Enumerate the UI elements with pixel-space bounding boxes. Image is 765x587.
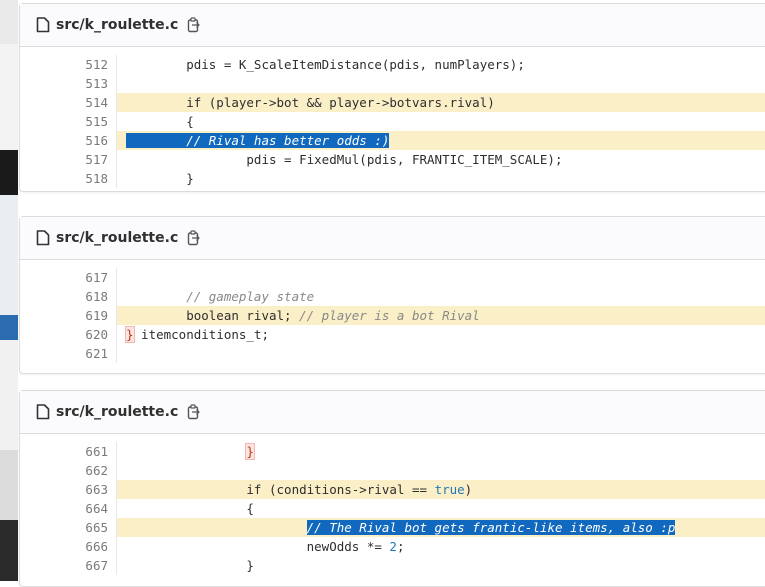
line-number[interactable]: 617 [20, 268, 117, 287]
line-number[interactable]: 667 [20, 556, 117, 575]
line-number[interactable]: 621 [20, 344, 117, 363]
line-number[interactable]: 664 [20, 499, 117, 518]
code-line: 664 { [20, 499, 765, 518]
code-indent [126, 520, 307, 535]
code-text: newOdds *= 2; [117, 537, 765, 556]
line-number[interactable]: 661 [20, 442, 117, 461]
code-line-match: 514 if (player->bot && player->botvars.r… [20, 93, 765, 112]
code-text: } itemconditions_t; [117, 325, 765, 344]
line-number[interactable]: 513 [20, 74, 117, 93]
code-line: 620 } itemconditions_t; [20, 325, 765, 344]
code-text [117, 268, 765, 287]
result-header: src/k_roulette.c [20, 217, 765, 260]
code-text [117, 344, 765, 363]
code-line: 666 newOdds *= 2; [20, 537, 765, 556]
code-line: 621 [20, 344, 765, 363]
code-line: 618 // gameplay state [20, 287, 765, 306]
line-number[interactable]: 619 [20, 306, 117, 325]
search-result-card: src/k_roulette.c 512 pdis = K_ScaleItemD… [19, 3, 765, 192]
line-number[interactable]: 517 [20, 150, 117, 169]
line-number[interactable]: 512 [20, 55, 117, 74]
line-number[interactable]: 666 [20, 537, 117, 556]
code-snippet: 512 pdis = K_ScaleItemDistance(pdis, num… [20, 47, 765, 195]
code-text: if (conditions->rival == true) [117, 480, 765, 499]
code-text: // The Rival bot gets frantic-like items… [117, 518, 765, 537]
selected-match-text: // The Rival bot gets frantic-like items… [306, 520, 676, 535]
line-number[interactable]: 514 [20, 93, 117, 112]
code-text: boolean rival; // player is a bot Rival [117, 306, 765, 325]
code-text: } [126, 558, 254, 573]
code-line: 661 } [20, 442, 765, 461]
copy-file-path-icon[interactable] [187, 17, 201, 33]
file-icon [36, 17, 50, 33]
code-text: } [117, 442, 765, 461]
unmatched-brace: } [125, 326, 135, 343]
code-line-match: 665 // The Rival bot gets frantic-like i… [20, 518, 765, 537]
search-result-card: src/k_roulette.c 617 618 // gameplay sta… [19, 216, 765, 374]
code-line-match: 619 boolean rival; // player is a bot Ri… [20, 306, 765, 325]
code-text: { [126, 501, 254, 516]
code-text [117, 74, 765, 93]
result-header: src/k_roulette.c [20, 4, 765, 47]
code-text-segment: itemconditions_t; [133, 327, 269, 342]
code-line: 515 { [20, 112, 765, 131]
code-text: } [126, 171, 194, 186]
line-number[interactable]: 516 [20, 131, 117, 150]
code-comment: // player is a bot Rival [299, 308, 480, 323]
line-number[interactable]: 618 [20, 287, 117, 306]
line-number[interactable]: 665 [20, 518, 117, 537]
unmatched-brace: } [245, 443, 255, 460]
code-text-segment: ) [464, 482, 473, 497]
file-path-link[interactable]: src/k_roulette.c [56, 404, 179, 420]
copy-file-path-icon[interactable] [187, 404, 201, 420]
code-snippet: 661 } 662 663 if (conditions->rival == t… [20, 434, 765, 582]
code-line: 617 [20, 268, 765, 287]
code-text-segment: boolean rival; [126, 308, 300, 323]
code-line: 518 } [20, 169, 765, 188]
code-keyword: true [434, 482, 465, 497]
code-text: // Rival has better odds :) [117, 131, 765, 150]
code-line: 662 [20, 461, 765, 480]
line-number[interactable]: 620 [20, 325, 117, 344]
code-text: pdis = FixedMul(pdis, FRANTIC_ITEM_SCALE… [126, 152, 563, 167]
code-text-segment: newOdds *= [126, 539, 390, 554]
background-app-strip [0, 0, 18, 581]
line-number[interactable]: 515 [20, 112, 117, 131]
code-text: if (player->bot && player->botvars.rival… [117, 93, 765, 112]
code-line: 513 [20, 74, 765, 93]
code-line: 667 } [20, 556, 765, 575]
selected-match-text: // Rival has better odds :) [126, 133, 390, 148]
code-text [117, 461, 765, 480]
code-number: 2 [389, 539, 397, 554]
search-result-card: src/k_roulette.c 661 } 662 663 if (condi… [19, 390, 765, 587]
code-line: 512 pdis = K_ScaleItemDistance(pdis, num… [20, 55, 765, 74]
code-comment: // gameplay state [126, 289, 315, 304]
file-icon [36, 230, 50, 246]
line-number[interactable]: 663 [20, 480, 117, 499]
code-text: { [126, 114, 194, 129]
code-line-match: 663 if (conditions->rival == true) [20, 480, 765, 499]
line-number[interactable]: 662 [20, 461, 117, 480]
file-icon [36, 404, 50, 420]
code-text: pdis = K_ScaleItemDistance(pdis, numPlay… [126, 57, 525, 72]
code-line-match: 516 // Rival has better odds :) [20, 131, 765, 150]
code-indent [126, 444, 246, 459]
result-header: src/k_roulette.c [20, 391, 765, 434]
line-number[interactable]: 518 [20, 169, 117, 188]
code-snippet: 617 618 // gameplay state 619 boolean ri… [20, 260, 765, 370]
file-path-link[interactable]: src/k_roulette.c [56, 17, 179, 33]
code-line: 517 pdis = FixedMul(pdis, FRANTIC_ITEM_S… [20, 150, 765, 169]
file-path-link[interactable]: src/k_roulette.c [56, 230, 179, 246]
code-text-segment: if (conditions->rival == [126, 482, 435, 497]
copy-file-path-icon[interactable] [187, 230, 201, 246]
code-text-segment: ; [396, 539, 405, 554]
